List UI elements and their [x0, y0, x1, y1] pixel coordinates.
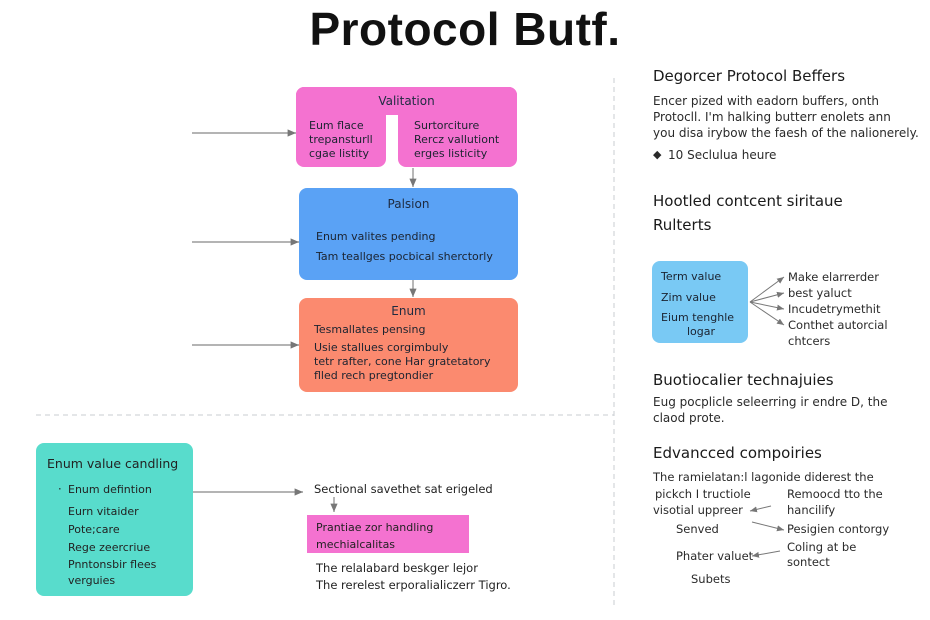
bottom-right-item-4: Coling at be — [787, 540, 857, 554]
enum-line-2: Usie stallues corgimbuly — [314, 341, 449, 354]
right-para1-line-3: you disa irybow the faesh of the nalione… — [653, 126, 919, 140]
bottom-left-item-4: Phater valuet — [676, 549, 754, 563]
bottom-arrow-3 — [751, 550, 781, 558]
term-box-line-1: Term value — [661, 270, 722, 283]
enum-handling-box — [36, 443, 193, 596]
parsing-box — [299, 188, 518, 280]
term-item-3: Incudetrymethit — [788, 302, 881, 316]
bottom-left-item-5: Subets — [691, 572, 731, 586]
term-box-line-3: Eium tenghle — [661, 311, 735, 324]
right-para5: The ramielatan:l lagonide diderest the — [653, 470, 874, 484]
parsing-title: Palsion — [387, 197, 430, 211]
enum-handling-line-2: Pote;care — [68, 523, 120, 536]
validation-right-line-1: Surtorciture — [414, 119, 480, 132]
sectional-label: Sectional savethet sat erigeled — [314, 482, 493, 496]
term-box-line-2: Zim value — [661, 291, 716, 304]
validation-right-line-2: Rercz vallutiont — [414, 133, 500, 146]
validation-left-line-1: Eum flace — [309, 119, 364, 132]
enum-line-1: Tesmallates pensing — [314, 323, 426, 336]
enum-box — [299, 298, 518, 392]
sectional-note-1: The relalabard beskger lejor — [316, 561, 478, 575]
term-arrow-4 — [749, 301, 785, 326]
right-bullet-1: 10 Seclulua heure — [668, 148, 777, 162]
term-item-2: best yaluct — [788, 286, 852, 300]
bottom-left-item-2: visotial uppreer — [653, 503, 743, 517]
bottom-arrow-2 — [751, 521, 785, 532]
right-para1-line-1: Encer pized with eadorn buffers, onth — [653, 94, 880, 108]
term-value-box — [652, 261, 748, 343]
right-heading-3: Rulterts — [653, 216, 712, 234]
term-item-5: chtcers — [788, 334, 831, 348]
validation-left-line-3: cgae listity — [309, 147, 370, 160]
bottom-arrow-1 — [749, 505, 772, 513]
validation-right-line-3: erges listicity — [414, 147, 488, 160]
bottom-left-item-3: Senved — [676, 522, 719, 536]
enum-handling-line-1: Eurn vitaider — [68, 505, 139, 518]
sectional-pink-line-1: Prantiae zor handling — [316, 521, 434, 534]
enum-line-3: tetr rafter, cone Har gratetatory — [314, 355, 491, 368]
right-heading-4: Buotiocalier technajuies — [653, 371, 834, 389]
bottom-left-item-1: pickch I tructiole — [655, 487, 751, 501]
validation-title: Valitation — [378, 94, 435, 108]
enum-title: Enum — [391, 304, 426, 318]
term-item-1: Make elarrerder — [788, 270, 879, 284]
enum-line-4: flled rech pregtondier — [314, 369, 434, 382]
bottom-right-item-2: hancilify — [787, 503, 836, 517]
sectional-note-2: The rerelest erporalialiczerr Tigro. — [316, 578, 511, 592]
term-item-4: Conthet autorcial — [788, 318, 888, 332]
right-para1-line-2: Protocll. I'm halking butterr enolets an… — [653, 110, 891, 124]
right-heading-5: Edvancced compoiries — [653, 444, 822, 462]
enum-handling-line-3: Rege zeercriue — [68, 541, 151, 554]
right-heading-1: Degorcer Protocol Beffers — [653, 67, 846, 85]
term-arrow-2 — [749, 291, 785, 303]
page-title: Protocol Butf. — [309, 3, 621, 55]
sectional-pink-line-2: mechialcalitas — [316, 538, 396, 551]
term-box-line-4: logar — [687, 325, 716, 338]
bottom-right-item-5: sontect — [787, 555, 830, 569]
bottom-right-item-3: Pesigien contorgy — [787, 522, 890, 536]
enum-handling-bullet-dot: · — [58, 482, 62, 496]
parsing-line-2: Tam teallges pocbical sherctorly — [316, 250, 493, 263]
diamond-bullet-icon: ◆ — [653, 148, 662, 161]
term-arrow-1 — [749, 276, 785, 303]
right-para4-line-1: Eug pocplicle seleerring ir endre D, the — [653, 395, 888, 409]
validation-box-top — [296, 87, 517, 115]
bottom-right-item-1: Remoocd tto the — [787, 487, 883, 501]
enum-handling-line-5: verguies — [68, 574, 116, 587]
enum-handling-line-4: Pnntonsbir flees — [68, 558, 157, 571]
sectional-pink-box — [307, 515, 469, 553]
enum-handling-title: Enum value candling — [47, 456, 179, 471]
right-heading-2: Hootled contcent siritaue — [653, 192, 843, 210]
right-para4-line-2: claod prote. — [653, 411, 725, 425]
enum-handling-bullet: Enum defintion — [68, 483, 152, 496]
parsing-line-1: Enum valites pending — [316, 230, 436, 243]
term-arrow-3 — [749, 301, 785, 311]
validation-left-line-2: trepansturll — [309, 133, 373, 146]
